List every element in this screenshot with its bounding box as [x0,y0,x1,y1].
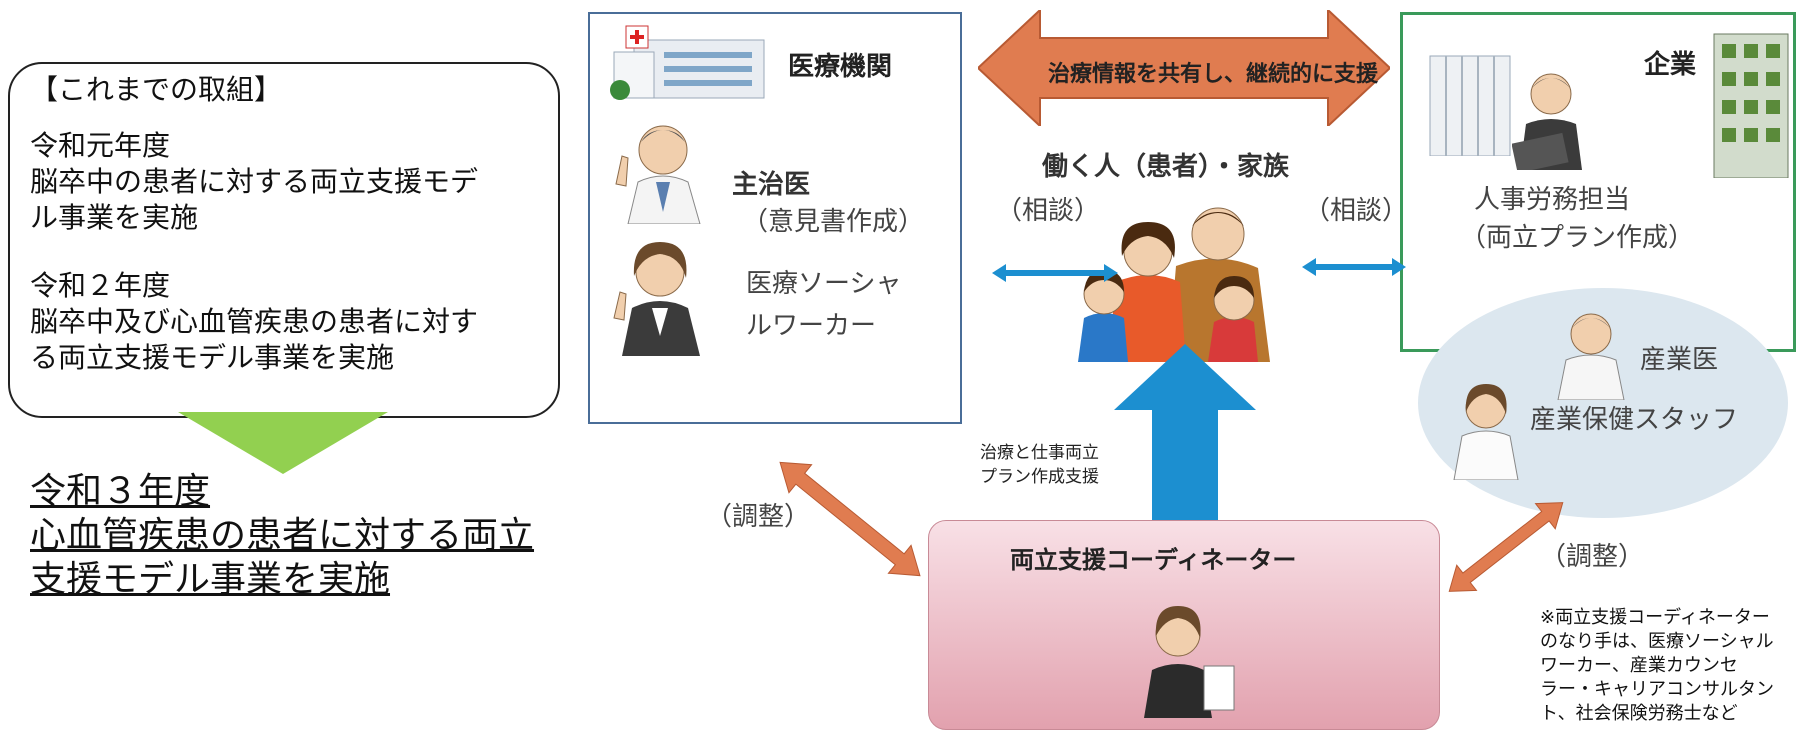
social-worker-label-line-1: 医療ソーシャ [746,269,902,299]
history-item-2-line-2: る両立支援モデル事業を実施 [30,341,395,374]
social-worker-icon [613,242,700,356]
support-label-line-1: 治療と仕事両立 [980,443,1099,463]
history-year-2: 令和２年度 [30,269,171,302]
health-staff-icon [1453,384,1519,480]
attending-doctor-label: 主治医 [732,170,811,200]
health-staff-label: 産業保健スタッフ [1530,405,1739,435]
history-item-2-line-1: 脳卒中及び心血管疾患の患者に対す [30,305,479,338]
office-building-icon [1429,55,1511,156]
history-year-1: 令和元年度 [30,129,171,162]
support-label-line-2: プラン作成支援 [980,467,1099,487]
history-item-1-line-2: ル事業を実施 [30,201,199,234]
history-callout [8,62,560,418]
support-up-arrow [1114,344,1256,526]
consult-left-label: （相談） [996,196,1101,226]
current-initiative: 令和３年度 心血管疾患の患者に対する両立 支援モデル事業を実施 [30,470,570,602]
adjust-left-double-arrow [779,461,921,577]
share-info-label: 治療情報を共有し、継続的に支援 [1048,62,1379,87]
footnote-line-4: ラー・キャリアコンサルタン [1540,679,1774,700]
worker-family-title: 働く人（患者）・家族 [1042,152,1290,182]
consult-left-double-arrow [992,264,1118,282]
hr-label-line-1: 人事労務担当 [1474,185,1631,215]
consult-right-label: （相談） [1304,196,1409,226]
current-line-1: 心血管疾患の患者に対する両立 [30,515,535,556]
consult-right-double-arrow [1302,258,1406,276]
company-title: 企業 [1644,50,1697,80]
adjust-left-label: （調整） [706,502,811,532]
attending-doctor-role: （意見書作成） [742,207,925,237]
adjust-right-label: （調整） [1540,542,1645,572]
coordinator-footnote: ※両立支援コーディネーター のなり手は、医療ソーシャル ワーカー、産業カウンセ … [1540,606,1802,726]
hospital-icon [610,25,765,100]
current-year: 令和３年度 [30,471,211,512]
down-arrow-icon [178,412,388,474]
footnote-line-5: ト、社会保険労務士など [1540,703,1738,724]
coordinator-icon [1144,606,1235,718]
share-info-double-arrow [978,10,1390,126]
hr-label-line-2: （両立プラン作成） [1460,223,1695,253]
current-line-2: 支援モデル事業を実施 [30,559,391,600]
adjust-right-double-arrow [1448,502,1564,592]
footnote-line-2: のなり手は、医療ソーシャル [1540,631,1774,652]
footnote-line-3: ワーカー、産業カウンセ [1540,655,1738,676]
occupational-doctor-icon [1557,313,1625,400]
history-item-1-line-1: 脳卒中の患者に対する両立支援モデ [30,165,479,198]
medical-institution-title: 医療機関 [788,52,893,82]
hr-worker-icon [1512,73,1582,170]
company-building-icon [1713,33,1789,178]
occupational-doctor-label: 産業医 [1640,345,1719,375]
history-heading: 【これまでの取組】 [30,73,283,106]
doctor-icon [615,125,701,224]
social-worker-label-line-2: ルワーカー [746,311,877,341]
family-icon [1078,207,1270,362]
footnote-line-1: ※両立支援コーディネーター [1540,607,1770,628]
coordinator-title: 両立支援コーディネーター [1010,546,1297,574]
